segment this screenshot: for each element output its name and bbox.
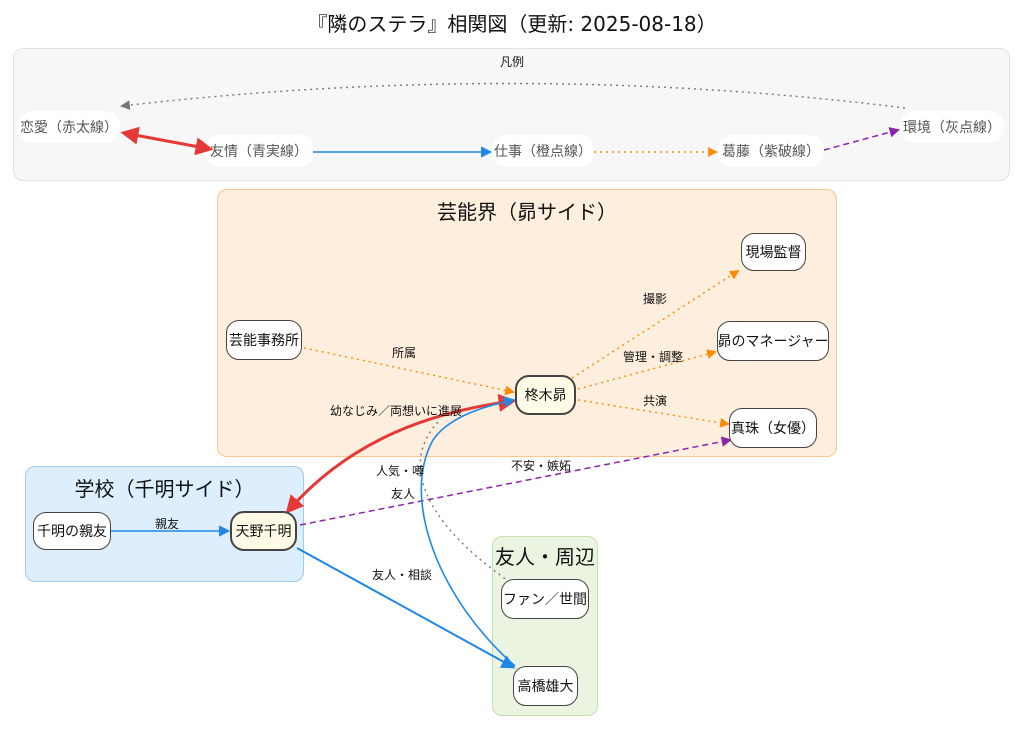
edge-label-fuan: 不安・嫉妬 — [511, 459, 572, 473]
edge-label-kanri: 管理・調整 — [623, 350, 684, 364]
legend-friendship: 友情（青実線） — [205, 135, 313, 167]
edge-label-satsuei: 撮影 — [643, 292, 668, 306]
legend-edge-conflict — [823, 127, 901, 151]
legend-environment: 環境（灰点線） — [900, 111, 1004, 143]
node-fan-seken[interactable]: ファン／世間 — [501, 579, 589, 619]
edge-chiaki-maju-conflict — [299, 436, 733, 526]
legend-romance: 恋愛（赤太線） — [18, 111, 120, 143]
cluster-school-label: 学校（千明サイド） — [74, 477, 255, 501]
legend-conflict: 葛藤（紫破線） — [718, 135, 824, 167]
cluster-friends-label: 友人・周辺 — [495, 545, 595, 569]
node-chiaki-shinyu[interactable]: 千明の親友 — [33, 512, 111, 550]
node-maju-actress[interactable]: 真珠（女優） — [729, 408, 817, 448]
diagram-title: 『隣のステラ』相関図（更新: 2025-08-18） — [307, 12, 717, 36]
node-hiiragi-subaru[interactable]: 柊木昴 — [515, 375, 576, 415]
node-subaru-manager[interactable]: 昴のマネージャー — [717, 321, 829, 361]
node-takahashi-yudai[interactable]: 高橋雄大 — [513, 666, 578, 706]
edge-label-shozoku: 所属 — [392, 346, 417, 360]
legend-edge-environment — [120, 82, 906, 110]
legend-title: 凡例 — [499, 55, 524, 69]
node-geino-jimusho[interactable]: 芸能事務所 — [226, 320, 302, 360]
node-genba-kantoku[interactable]: 現場監督 — [741, 233, 806, 271]
edge-label-yujin: 友人 — [391, 487, 416, 501]
edge-subaru-maju — [577, 399, 730, 428]
edge-chiaki-subaru-romance — [285, 393, 517, 514]
legend-work: 仕事（橙点線） — [492, 135, 594, 167]
edge-label-sodan: 友人・相談 — [372, 568, 433, 582]
edge-chiaki-takahashi — [296, 547, 516, 669]
edge-takahashi-subaru-friend — [420, 396, 516, 667]
node-amano-chiaki[interactable]: 天野千明 — [230, 511, 297, 551]
edge-label-kyoen: 共演 — [643, 394, 668, 408]
edge-label-ninki: 人気・噂 — [376, 464, 425, 478]
edge-fan-subaru — [419, 419, 511, 583]
edge-label-shinyu: 親友 — [155, 517, 180, 531]
legend-edge-romance — [120, 126, 214, 156]
cluster-geinokai-label: 芸能界（昴サイド） — [437, 200, 617, 224]
edge-label-osananajimi: 幼なじみ／両想いに進展 — [330, 404, 463, 418]
cluster-friends: 友人・周辺 — [492, 536, 598, 716]
